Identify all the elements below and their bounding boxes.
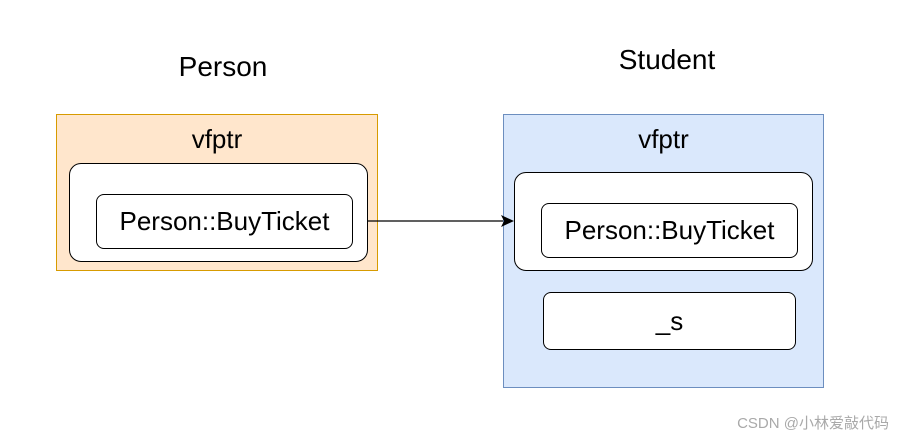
watermark: CSDN @小林爱敲代码	[737, 415, 889, 432]
person-vfptr-label: vfptr	[191, 124, 243, 154]
student-title: Student	[618, 44, 716, 75]
student-member-label: _s	[655, 305, 684, 336]
person-method-entry: Person::BuyTicket	[96, 194, 353, 249]
student-method-entry: Person::BuyTicket	[541, 203, 798, 258]
student-member-box: _s	[543, 292, 796, 350]
student-method-label: Person::BuyTicket	[564, 215, 775, 245]
person-method-label: Person::BuyTicket	[119, 206, 330, 236]
person-title: Person	[178, 51, 268, 82]
student-vfptr-label: vfptr	[638, 124, 689, 154]
